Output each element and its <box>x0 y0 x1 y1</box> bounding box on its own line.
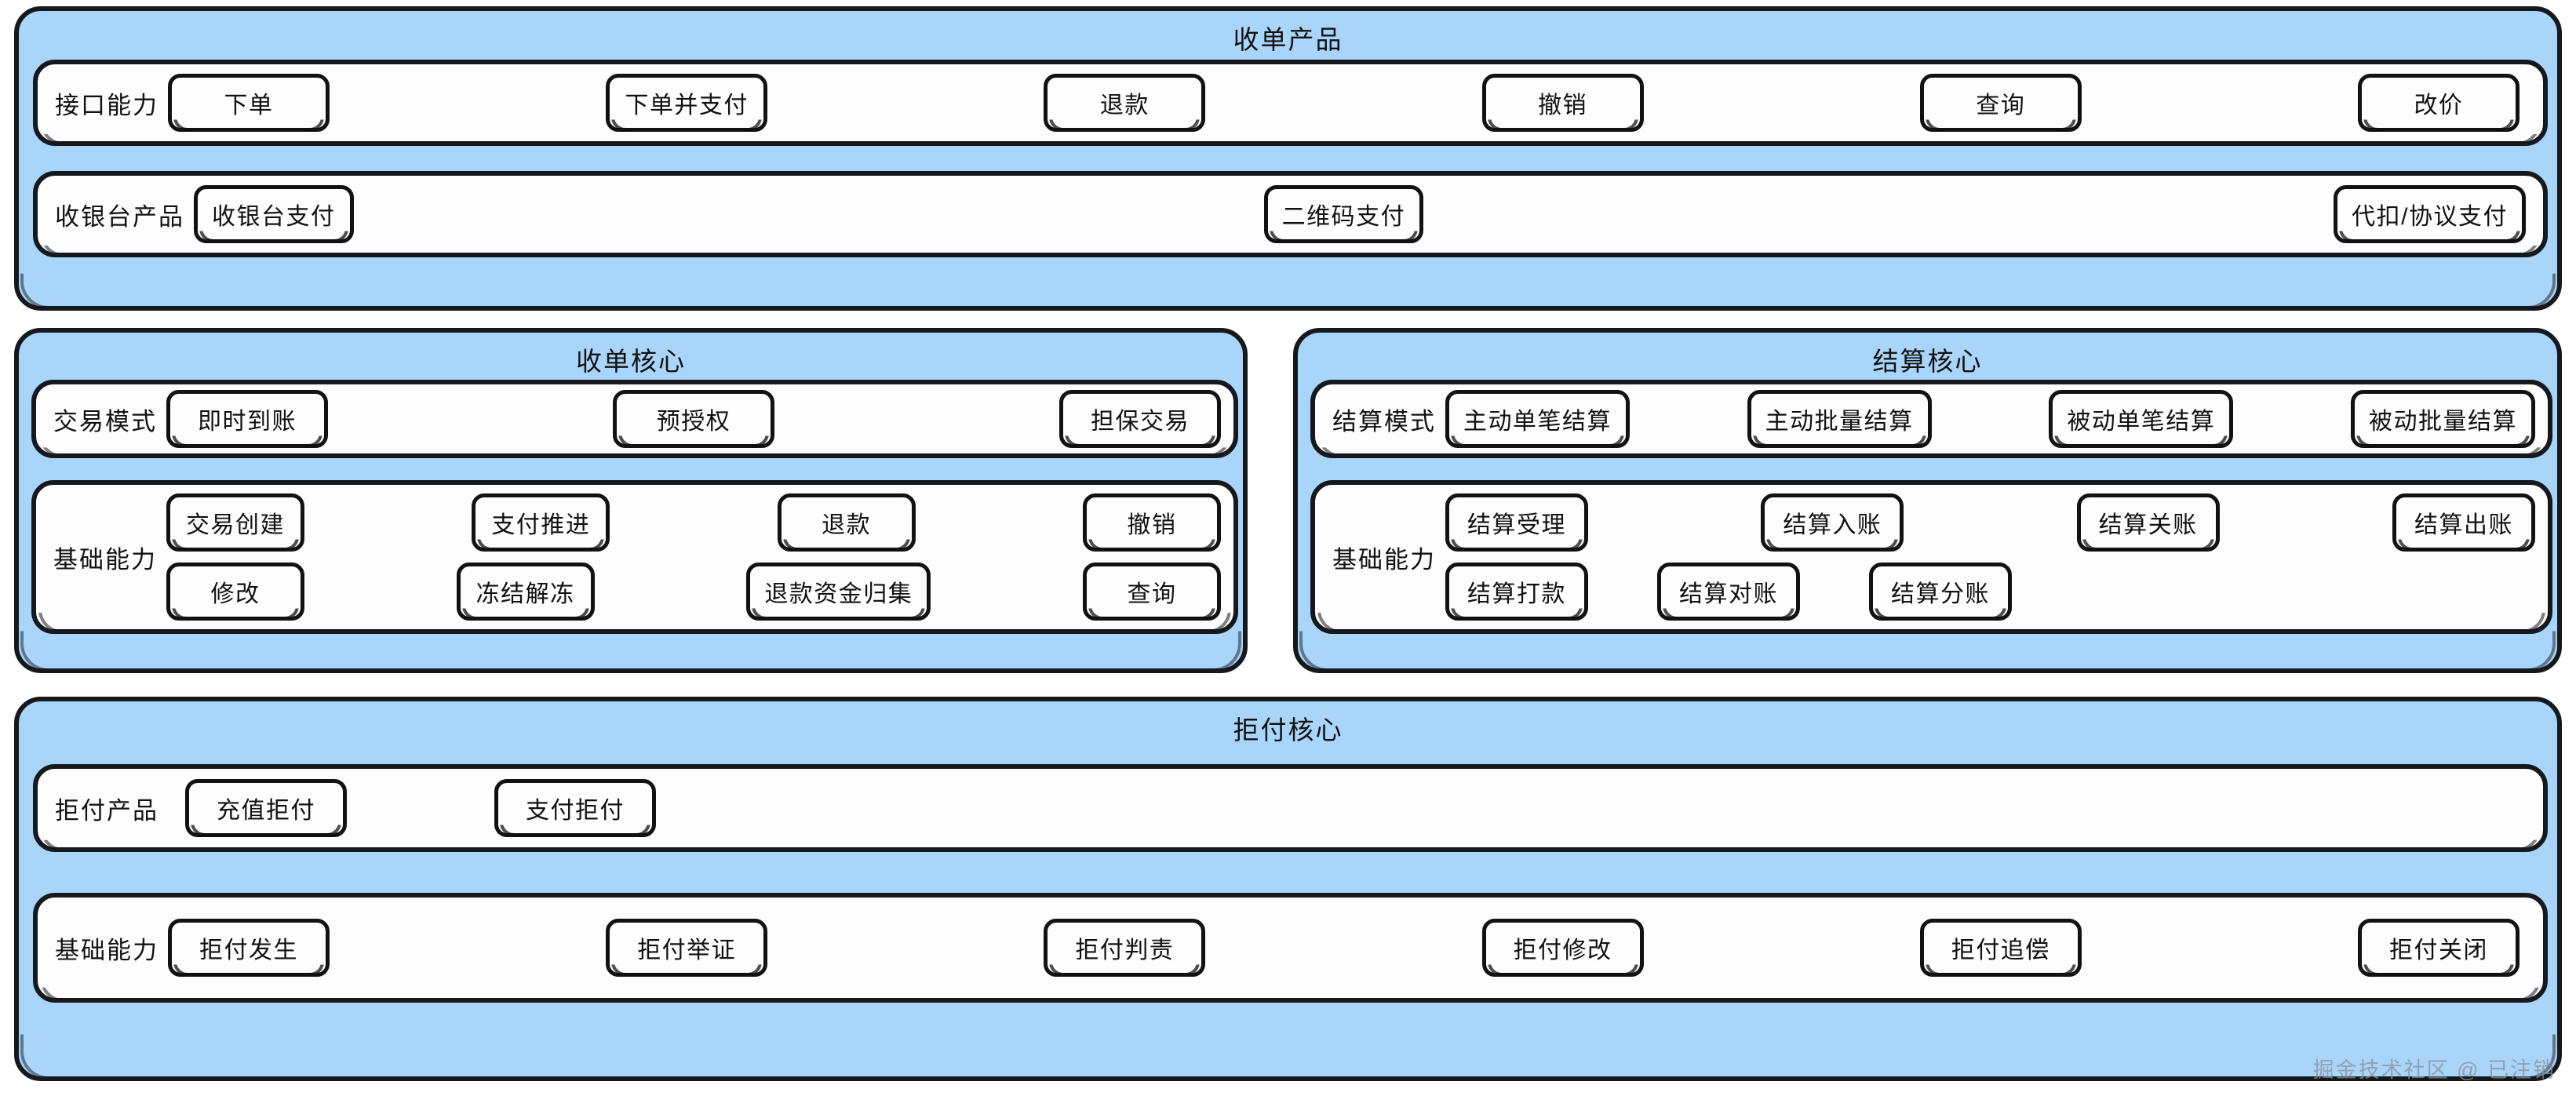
row-label-chargeback-product: 拒付产品 <box>55 796 158 825</box>
row-label-settlement-basic-capability: 基础能力 <box>1332 545 1436 573</box>
group-title-settlement-core: 结算核心 <box>1872 347 1983 376</box>
chip-chargeback-occurrence[interactable]: 拒付发生 <box>168 919 330 977</box>
chip-chargeback-close[interactable]: 拒付关闭 <box>2357 919 2520 977</box>
chip-escrow-transaction[interactable]: 担保交易 <box>1059 390 1221 448</box>
chip-cashier-pay[interactable]: 收银台支付 <box>194 185 354 243</box>
group-chargeback-core: 拒付核心 拒付产品 充值拒付 支付拒付 基础能力 拒付发生 拒付举证 拒付判责 … <box>14 697 2562 1081</box>
chip-transaction-create[interactable]: 交易创建 <box>166 493 304 552</box>
chip-refund-fund-collection[interactable]: 退款资金归集 <box>746 563 931 621</box>
row-acquiring-basic-capability: 基础能力 交易创建 支付推进 退款 撤销 修改 冻结解冻 退款资金归集 查询 <box>31 480 1238 634</box>
chip-settlement-close-account[interactable]: 结算关账 <box>2076 493 2220 552</box>
group-title-chargeback-core: 拒付核心 <box>1233 715 1343 745</box>
chip-pre-authorization[interactable]: 预授权 <box>613 390 774 448</box>
row-transaction-mode: 交易模式 即时到账 预授权 担保交易 <box>31 380 1238 458</box>
chip-settlement-credit[interactable]: 结算入账 <box>1761 493 1904 552</box>
chip-settlement-payout[interactable]: 结算打款 <box>1445 563 1588 621</box>
row-label-settlement-mode: 结算模式 <box>1332 407 1436 435</box>
group-title-acquiring-core: 收单核心 <box>576 347 686 376</box>
chip-passive-single-settlement[interactable]: 被动单笔结算 <box>2049 390 2234 448</box>
row-label-interface-capability: 接口能力 <box>55 91 158 119</box>
row-chargeback-product: 拒付产品 充值拒付 支付拒付 <box>33 764 2548 852</box>
chip-change-price[interactable]: 改价 <box>2357 74 2520 132</box>
chip-chargeback-recovery[interactable]: 拒付追偿 <box>1919 919 2082 977</box>
chip-place-order-and-pay[interactable]: 下单并支付 <box>606 74 768 132</box>
chip-query[interactable]: 查询 <box>1919 74 2082 132</box>
chip-cancel[interactable]: 撤销 <box>1481 74 1644 132</box>
chip-active-single-settlement[interactable]: 主动单笔结算 <box>1445 390 1630 448</box>
chip-core-query[interactable]: 查询 <box>1082 563 1221 621</box>
chip-core-refund[interactable]: 退款 <box>777 493 916 552</box>
row-settlement-mode: 结算模式 主动单笔结算 主动批量结算 被动单笔结算 被动批量结算 <box>1310 380 2552 458</box>
row-label-chargeback-basic-capability: 基础能力 <box>55 936 158 964</box>
chip-payment-chargeback[interactable]: 支付拒付 <box>494 779 656 837</box>
group-acquiring-product: 收单产品 接口能力 下单 下单并支付 退款 撤销 查询 改价 收银台产品 收银台… <box>14 6 2562 311</box>
chip-freeze-unfreeze[interactable]: 冻结解冻 <box>456 563 595 621</box>
chip-chargeback-liability[interactable]: 拒付判责 <box>1044 919 1206 977</box>
group-title-acquiring-product: 收单产品 <box>1233 25 1343 54</box>
watermark: 掘金技术社区 @ 已注销 <box>2312 1058 2556 1082</box>
chip-modify[interactable]: 修改 <box>166 563 304 621</box>
row-label-acquiring-basic-capability: 基础能力 <box>53 545 157 573</box>
chip-passive-batch-settlement[interactable]: 被动批量结算 <box>2350 390 2535 448</box>
chip-instant-settlement[interactable]: 即时到账 <box>166 390 328 448</box>
chip-qrcode-pay[interactable]: 二维码支付 <box>1263 185 1424 243</box>
row-label-cashier-product: 收银台产品 <box>55 202 184 231</box>
chip-refund[interactable]: 退款 <box>1044 74 1206 132</box>
chip-core-cancel[interactable]: 撤销 <box>1082 493 1221 552</box>
chip-chargeback-evidence[interactable]: 拒付举证 <box>606 919 768 977</box>
chip-chargeback-modify[interactable]: 拒付修改 <box>1481 919 1644 977</box>
chip-settlement-acceptance[interactable]: 结算受理 <box>1445 493 1588 552</box>
row-label-transaction-mode: 交易模式 <box>53 407 157 435</box>
chip-recharge-chargeback[interactable]: 充值拒付 <box>185 779 347 837</box>
group-settlement-core: 结算核心 结算模式 主动单笔结算 主动批量结算 被动单笔结算 被动批量结算 基础… <box>1293 328 2562 673</box>
chip-active-batch-settlement[interactable]: 主动批量结算 <box>1747 390 1932 448</box>
chip-withhold-agreement-pay[interactable]: 代扣/协议支付 <box>2334 185 2526 243</box>
chip-settlement-debit[interactable]: 结算出账 <box>2392 493 2535 552</box>
chip-place-order[interactable]: 下单 <box>168 74 330 132</box>
chip-settlement-reconciliation[interactable]: 结算对账 <box>1657 563 1800 621</box>
row-interface-capability: 接口能力 下单 下单并支付 退款 撤销 查询 改价 <box>33 60 2548 146</box>
row-cashier-product: 收银台产品 收银台支付 二维码支付 代扣/协议支付 <box>33 171 2548 257</box>
group-acquiring-core: 收单核心 交易模式 即时到账 预授权 担保交易 基础能力 交易创建 支付推进 退… <box>14 328 1248 673</box>
chip-settlement-split[interactable]: 结算分账 <box>1869 563 2012 621</box>
chip-payment-advance[interactable]: 支付推进 <box>472 493 610 552</box>
row-settlement-basic-capability: 基础能力 结算受理 结算入账 结算关账 结算出账 结算打款 结算对账 结算分账 <box>1310 480 2552 634</box>
row-chargeback-basic-capability: 基础能力 拒付发生 拒付举证 拒付判责 拒付修改 拒付追偿 拒付关闭 <box>33 893 2548 1003</box>
